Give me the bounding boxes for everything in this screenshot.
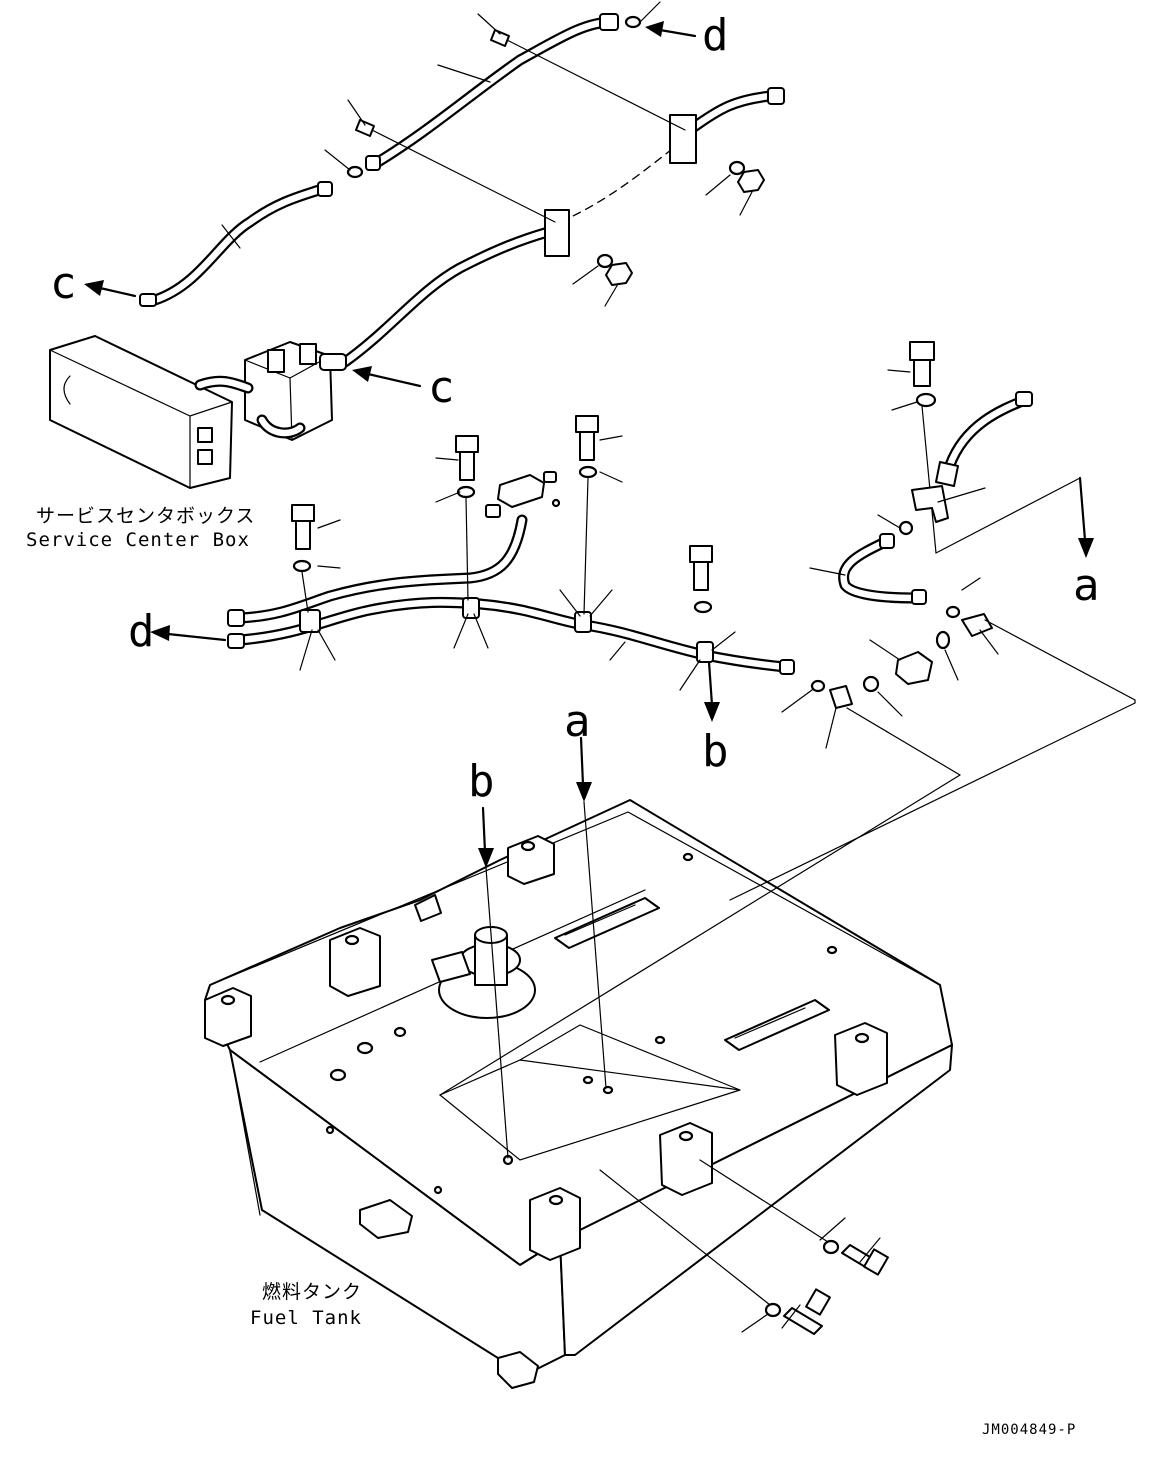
callout-letter-c: c bbox=[50, 258, 77, 309]
callout-letter-c-2: c bbox=[428, 362, 455, 413]
callout-d-top: d bbox=[645, 10, 729, 61]
callout-a-right: a bbox=[1073, 476, 1100, 611]
hose-fitting-elbow bbox=[767, 87, 785, 105]
callout-letter-a: a bbox=[1073, 560, 1100, 611]
callout-c-left: c bbox=[50, 258, 137, 309]
bolt-top-right bbox=[909, 341, 935, 387]
nut-center bbox=[605, 262, 633, 286]
hose-fitting-c bbox=[139, 293, 157, 307]
bolt-right bbox=[689, 545, 713, 591]
service-center-box-label-en: Service Center Box bbox=[26, 529, 250, 551]
upper-hose-assembly bbox=[139, 1, 785, 368]
hose-clip-lower bbox=[355, 119, 375, 137]
hose-fitting-top bbox=[599, 13, 619, 31]
fuel-tank bbox=[204, 799, 953, 1389]
callout-letter-a-2: a bbox=[564, 696, 591, 747]
callout-b-tank: b bbox=[468, 756, 509, 1159]
nut-right bbox=[737, 169, 765, 193]
hose-fitting-mid bbox=[365, 155, 381, 171]
hose-bracket-center bbox=[544, 209, 570, 257]
fuel-tank-label-jp: 燃料タンク bbox=[262, 1281, 362, 1303]
hose-clip-upper bbox=[490, 29, 510, 47]
callout-a-tank: a bbox=[564, 696, 607, 1089]
callout-d-left: d bbox=[128, 606, 227, 657]
callout-c-right: c bbox=[352, 362, 455, 413]
service-center-box-label-jp: サービスセンタボックス bbox=[36, 505, 255, 527]
bolt-mid-1 bbox=[455, 435, 479, 481]
right-fittings-assembly bbox=[809, 341, 1136, 776]
callout-letter-b-2: b bbox=[468, 756, 495, 807]
service-center-box bbox=[49, 335, 347, 489]
fuel-tank-label-en: Fuel Tank bbox=[250, 1307, 362, 1329]
bolt-left bbox=[291, 504, 315, 550]
callout-b-mid: b bbox=[702, 660, 729, 777]
middle-hose-assembly bbox=[227, 415, 880, 713]
callout-letter-d-2: d bbox=[128, 606, 155, 657]
hose-bracket-right bbox=[669, 114, 697, 164]
hose-fitting-left bbox=[317, 181, 333, 197]
bolt-mid-2 bbox=[575, 415, 599, 461]
document-id: JM004849-P bbox=[982, 1422, 1076, 1438]
callout-letter-d: d bbox=[702, 10, 729, 61]
callout-letter-b: b bbox=[702, 726, 729, 777]
